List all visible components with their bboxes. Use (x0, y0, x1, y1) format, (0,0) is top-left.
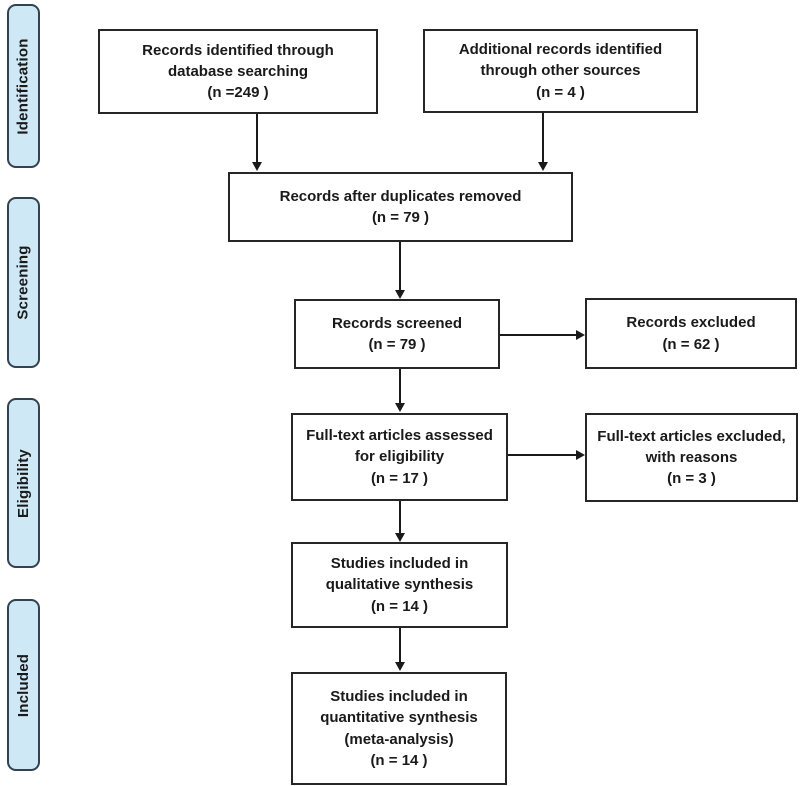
arrowhead-right-icon (576, 450, 585, 460)
stage-included: Included (7, 599, 40, 771)
node-fulltext-excluded: Full-text articles excluded, with reason… (585, 413, 798, 502)
arrow-line (508, 454, 576, 456)
arrow-line (256, 114, 258, 162)
arrowhead-down-icon (395, 290, 405, 299)
arrowhead-down-icon (252, 162, 262, 171)
stage-screening-label: Screening (15, 245, 33, 320)
node-qualitative-synthesis-text: Studies included in qualitative synthesi… (325, 555, 474, 615)
arrowhead-right-icon (576, 330, 585, 340)
arrowhead-down-icon (395, 533, 405, 542)
arrow-line (399, 242, 401, 290)
stage-eligibility: Eligibility (7, 398, 40, 568)
node-records-excluded: Records excluded (n = 62 ) (585, 298, 797, 369)
arrow-line (399, 628, 401, 662)
node-fulltext-assessed: Full-text articles assessed for eligibil… (291, 413, 508, 501)
stage-identification: Identification (7, 4, 40, 168)
node-quantitative-synthesis-text: Studies included in quantitative synthes… (320, 687, 478, 769)
node-records-screened-text: Records screened (n = 79 ) (331, 314, 463, 353)
node-additional-records-text: Additional records identified through ot… (458, 41, 663, 101)
stage-included-label: Included (15, 653, 32, 717)
arrowhead-down-icon (395, 662, 405, 671)
node-records-excluded-text: Records excluded (n = 62 ) (626, 314, 756, 353)
arrow-line (500, 334, 576, 336)
node-quantitative-synthesis: Studies included in quantitative synthes… (291, 672, 507, 785)
node-records-screened: Records screened (n = 79 ) (294, 299, 500, 369)
node-duplicates-removed: Records after duplicates removed (n = 79… (228, 172, 573, 242)
arrowhead-down-icon (538, 162, 548, 171)
node-records-identified-text: Records identified through database sear… (142, 41, 334, 102)
node-fulltext-assessed-text: Full-text articles assessed for eligibil… (306, 427, 493, 487)
node-fulltext-excluded-text: Full-text articles excluded, with reason… (597, 427, 786, 488)
arrow-line (399, 369, 401, 403)
node-duplicates-removed-text: Records after duplicates removed (n = 79… (279, 187, 522, 226)
arrowhead-down-icon (395, 403, 405, 412)
stage-eligibility-label: Eligibility (15, 448, 32, 518)
stage-identification-label: Identification (15, 37, 33, 135)
arrow-line (542, 113, 544, 162)
arrow-line (399, 501, 401, 533)
node-additional-records: Additional records identified through ot… (423, 29, 698, 113)
stage-screening: Screening (7, 197, 40, 368)
node-records-identified: Records identified through database sear… (98, 29, 378, 114)
node-qualitative-synthesis: Studies included in qualitative synthesi… (291, 542, 508, 628)
